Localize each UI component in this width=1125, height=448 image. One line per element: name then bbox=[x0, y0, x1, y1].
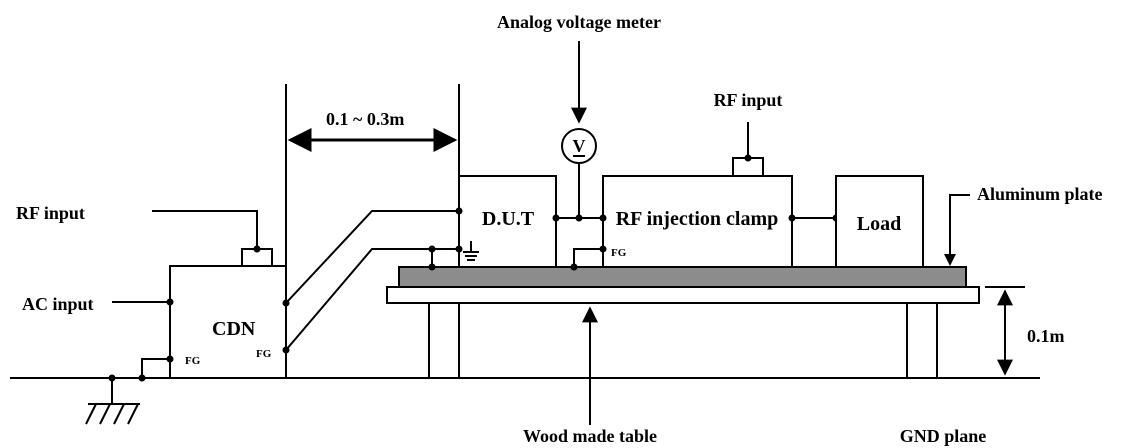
dut-fg-label: FG bbox=[611, 247, 627, 259]
junction-dot bbox=[570, 263, 578, 271]
wood-table-top bbox=[386, 286, 980, 304]
cdn-dut-wire-upper bbox=[285, 210, 459, 304]
rf-clamp-label: RF injection clamp bbox=[616, 208, 779, 230]
junction-dot bbox=[788, 214, 796, 222]
junction-dot bbox=[599, 245, 607, 253]
clamp-fg-wire bbox=[573, 248, 603, 267]
wood-table-leg-left bbox=[428, 302, 460, 379]
junction-dot bbox=[428, 263, 436, 271]
junction-dot bbox=[552, 214, 560, 222]
cdn-label: CDN bbox=[212, 318, 256, 340]
junction-dot bbox=[166, 355, 174, 363]
junction-dot bbox=[744, 154, 752, 162]
aluminum-plate-arrowhead bbox=[944, 254, 956, 266]
analog-meter-label: Analog voltage meter bbox=[497, 12, 661, 32]
wood-table-label: Wood made table bbox=[523, 426, 657, 446]
junction-dot bbox=[599, 214, 607, 222]
gnd-plane-label: GND plane bbox=[900, 426, 987, 446]
junction-dot bbox=[282, 346, 290, 354]
cdn-rf-input-wire bbox=[152, 210, 258, 249]
junction-dot bbox=[455, 207, 463, 215]
voltmeter-symbol: V bbox=[573, 136, 586, 156]
aluminum-plate-pointer bbox=[949, 194, 970, 260]
wood-table-leg-right bbox=[906, 302, 938, 379]
junction-dot bbox=[282, 299, 290, 307]
cdn-fg-wire bbox=[141, 358, 170, 378]
ac-input-label: AC input bbox=[22, 294, 94, 314]
cdn-box bbox=[169, 265, 287, 379]
aluminum-plate bbox=[398, 266, 967, 288]
junction-dot bbox=[253, 245, 261, 253]
load-label: Load bbox=[857, 213, 901, 235]
junction-dot bbox=[455, 245, 463, 253]
aluminum-plate-label: Aluminum plate bbox=[977, 184, 1103, 204]
height-label: 0.1m bbox=[1027, 326, 1065, 346]
cdn-rf-input-label: RF input bbox=[16, 203, 85, 223]
dut-label: D.U.T bbox=[482, 208, 535, 230]
clamp-rf-input-label: RF input bbox=[714, 90, 783, 110]
distance-label: 0.1 ~ 0.3m bbox=[326, 109, 404, 129]
load-box bbox=[835, 175, 924, 268]
junction-dot bbox=[428, 245, 436, 253]
chassis-ground-icon bbox=[463, 241, 479, 261]
junction-dot bbox=[108, 374, 116, 382]
earth-ground-symbol bbox=[85, 378, 140, 425]
junction-dot bbox=[166, 298, 174, 306]
cdn-fg-left-label: FG bbox=[185, 355, 201, 367]
cdn-fg-right-label: FG bbox=[256, 348, 272, 360]
